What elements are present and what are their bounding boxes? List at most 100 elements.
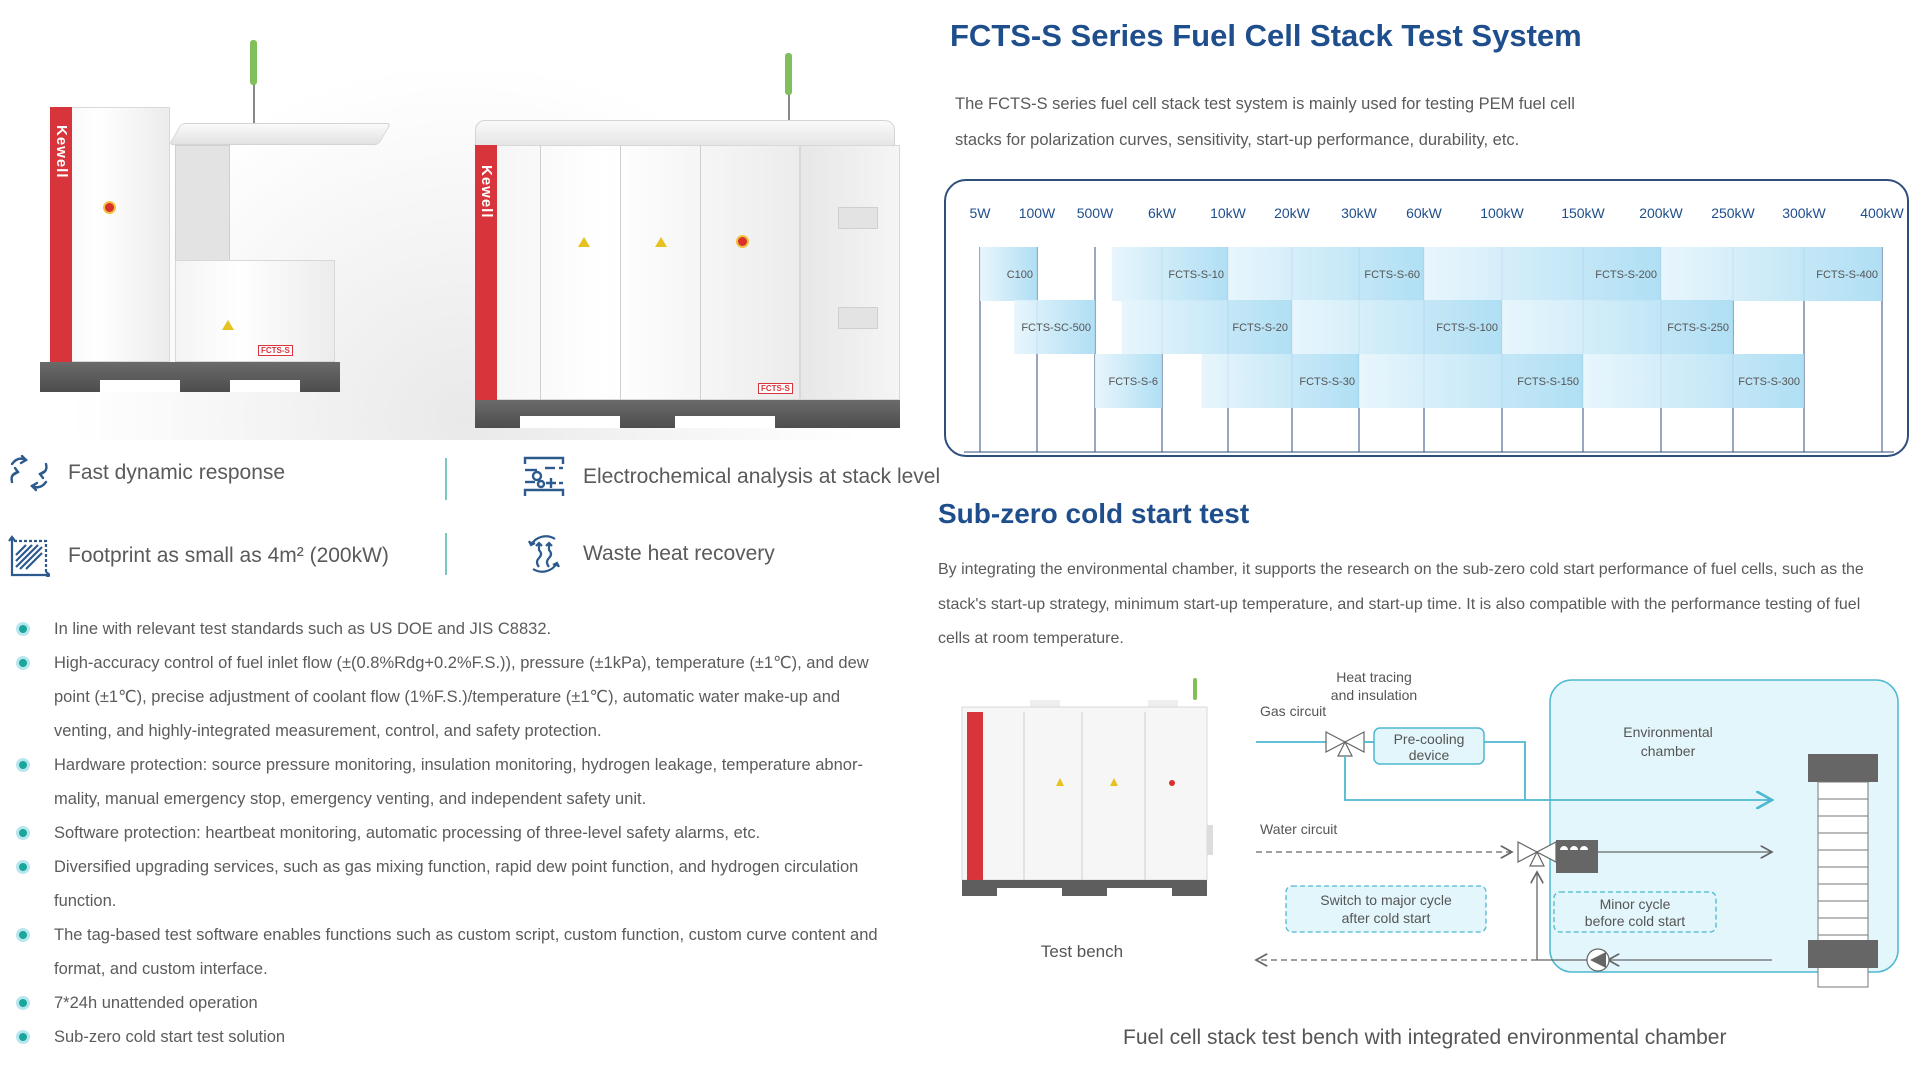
cold-start-diagram: Test bench Environmental chamber Heat tr…: [961, 669, 1899, 988]
product-image-open-cabinet: Kewell FCTS-S: [40, 35, 392, 425]
cold-start-description: By integrating the environmental chamber…: [938, 553, 1898, 657]
major-cycle-label: after cold start: [1342, 910, 1431, 926]
feature-fast-dynamic-response: Fast dynamic response: [8, 452, 285, 494]
range-bar-label: FCTS-S-150: [1517, 376, 1579, 388]
brand-logo: Kewell: [478, 165, 495, 219]
range-bar-label: FCTS-S-300: [1738, 376, 1800, 388]
cold-start-title: Sub-zero cold start test: [938, 498, 1250, 529]
bullet-line: mality, manual emergency stop, emergency…: [54, 790, 647, 808]
power-tick-label: 10kW: [1210, 205, 1247, 221]
bullet-item: Sub-zero cold start test solution: [14, 1020, 934, 1054]
product-images: Kewell FCTS-S Kewell FCTS-S: [0, 0, 930, 440]
range-bar: [980, 247, 1037, 301]
feature-divider: [445, 533, 447, 575]
description-line: By integrating the environmental chamber…: [938, 561, 1864, 578]
precooling-label: device: [1409, 747, 1450, 763]
range-bar: [1359, 354, 1583, 408]
range-bar: [1201, 354, 1359, 408]
model-badge: FCTS-S: [758, 383, 793, 394]
range-bar: [1228, 247, 1424, 301]
page-title: FCTS-S Series Fuel Cell Stack Test Syste…: [950, 18, 1582, 53]
bullet-dot-icon: [16, 758, 30, 772]
range-bar: [1502, 300, 1733, 354]
bullet-line: Hardware protection: source pressure mon…: [54, 756, 863, 774]
power-tick-label: 150kW: [1561, 205, 1605, 221]
precooling-label: Pre-cooling: [1394, 731, 1465, 747]
minor-cycle-box: [1553, 891, 1717, 933]
power-tick-label: 20kW: [1274, 205, 1311, 221]
env-chamber-label: Environmental: [1623, 724, 1713, 740]
feature-footprint: Footprint as small as 4m² (200kW): [8, 535, 389, 577]
intro-line: The FCTS-S series fuel cell stack test s…: [955, 95, 1575, 113]
feature-divider: [445, 458, 447, 500]
power-tick-label: 300kW: [1782, 205, 1826, 221]
bullet-text: Sub-zero cold start test solution: [54, 1020, 285, 1054]
feature-label: Electrochemical analysis at stack level: [583, 465, 941, 488]
range-bar-label: FCTS-S-100: [1436, 322, 1498, 334]
bullet-dot-icon: [16, 996, 30, 1010]
diagram-caption: Fuel cell stack test bench with integrat…: [1123, 1026, 1727, 1049]
bullet-text: In line with relevant test standards suc…: [54, 612, 551, 646]
bullet-item: Diversified upgrading services, such as …: [14, 850, 934, 918]
status-light-icon: [785, 53, 792, 95]
power-tick-label: 6kW: [1148, 205, 1177, 221]
feature-label: Waste heat recovery: [583, 542, 775, 565]
bullet-dot-icon: [16, 826, 30, 840]
heat-recovery-icon: [528, 535, 560, 573]
power-tick-label: 500W: [1077, 205, 1114, 221]
range-bar: [1121, 300, 1292, 354]
bullet-item: Hardware protection: source pressure mon…: [14, 748, 934, 816]
major-cycle-label: Switch to major cycle: [1320, 892, 1452, 908]
footprint-area-icon: [8, 535, 50, 577]
range-bar: [1014, 300, 1095, 354]
power-tick-label: 30kW: [1341, 205, 1378, 221]
bullet-line: Software protection: heartbeat monitorin…: [54, 824, 761, 842]
description-line: stack's start-up strategy, minimum start…: [938, 595, 1861, 613]
major-cycle-box: [1285, 885, 1487, 933]
power-tick-label: 100kW: [1480, 205, 1524, 221]
heat-tracing-label: and insulation: [1331, 687, 1417, 703]
bullet-line: The tag-based test software enables func…: [54, 926, 878, 944]
feature-electrochemical-analysis: Electrochemical analysis at stack level: [523, 456, 940, 498]
description-line: cells at room temperature.: [938, 630, 1124, 647]
bullet-dot-icon: [16, 1030, 30, 1044]
status-light-icon: [250, 40, 257, 85]
arrows-cycle-icon: [10, 454, 48, 492]
range-bar-label: FCTS-S-20: [1232, 322, 1288, 334]
bullet-text: Software protection: heartbeat monitorin…: [54, 816, 760, 850]
test-bench-label: Test bench: [1041, 942, 1123, 961]
range-bar-label: FCTS-S-400: [1816, 269, 1878, 281]
bullet-line: venting, and highly-integrated measureme…: [54, 722, 602, 740]
bullet-item: The tag-based test software enables func…: [14, 918, 934, 986]
bullet-line: High-accuracy control of fuel inlet flow…: [54, 654, 869, 672]
feature-waste-heat-recovery: Waste heat recovery: [523, 533, 775, 575]
intro-line: stacks for polarization curves, sensitiv…: [955, 131, 1520, 149]
bullet-dot-icon: [16, 928, 30, 942]
range-bar-label: FCTS-SC-500: [1021, 322, 1091, 334]
fuel-cell-stack-icon: [1808, 754, 1878, 988]
range-bar: [1292, 300, 1502, 354]
bullet-line: format, and custom interface.: [54, 960, 268, 978]
bullet-line: 7*24h unattended operation: [54, 994, 258, 1012]
range-bar: [1583, 354, 1804, 408]
bullet-item: In line with relevant test standards suc…: [14, 612, 934, 646]
bullet-item: Software protection: heartbeat monitorin…: [14, 816, 934, 850]
power-tick-label: 60kW: [1406, 205, 1443, 221]
range-bar-label: FCTS-S-30: [1299, 376, 1355, 388]
heat-tracing-label: Heat tracing: [1336, 669, 1411, 685]
bullet-line: point (±1℃), precise adjustment of coola…: [54, 688, 841, 706]
precooling-device: [1373, 727, 1485, 765]
bullet-text: High-accuracy control of fuel inlet flow…: [54, 646, 869, 748]
minor-cycle-label: Minor cycle: [1600, 896, 1671, 912]
product-image-closed-cabinet: Kewell FCTS-S: [470, 45, 920, 435]
intro-text: The FCTS-S series fuel cell stack test s…: [955, 86, 1655, 158]
bullet-item: High-accuracy control of fuel inlet flow…: [14, 646, 934, 748]
range-bar-label: FCTS-S-6: [1109, 376, 1159, 388]
power-tick-label: 100W: [1019, 205, 1056, 221]
bullet-dot-icon: [16, 656, 30, 670]
env-chamber-label: chamber: [1641, 743, 1696, 759]
pump-icon: [1586, 948, 1610, 972]
bullet-text: 7*24h unattended operation: [54, 986, 258, 1020]
bullet-text: The tag-based test software enables func…: [54, 918, 878, 986]
bullet-line: function.: [54, 892, 117, 910]
